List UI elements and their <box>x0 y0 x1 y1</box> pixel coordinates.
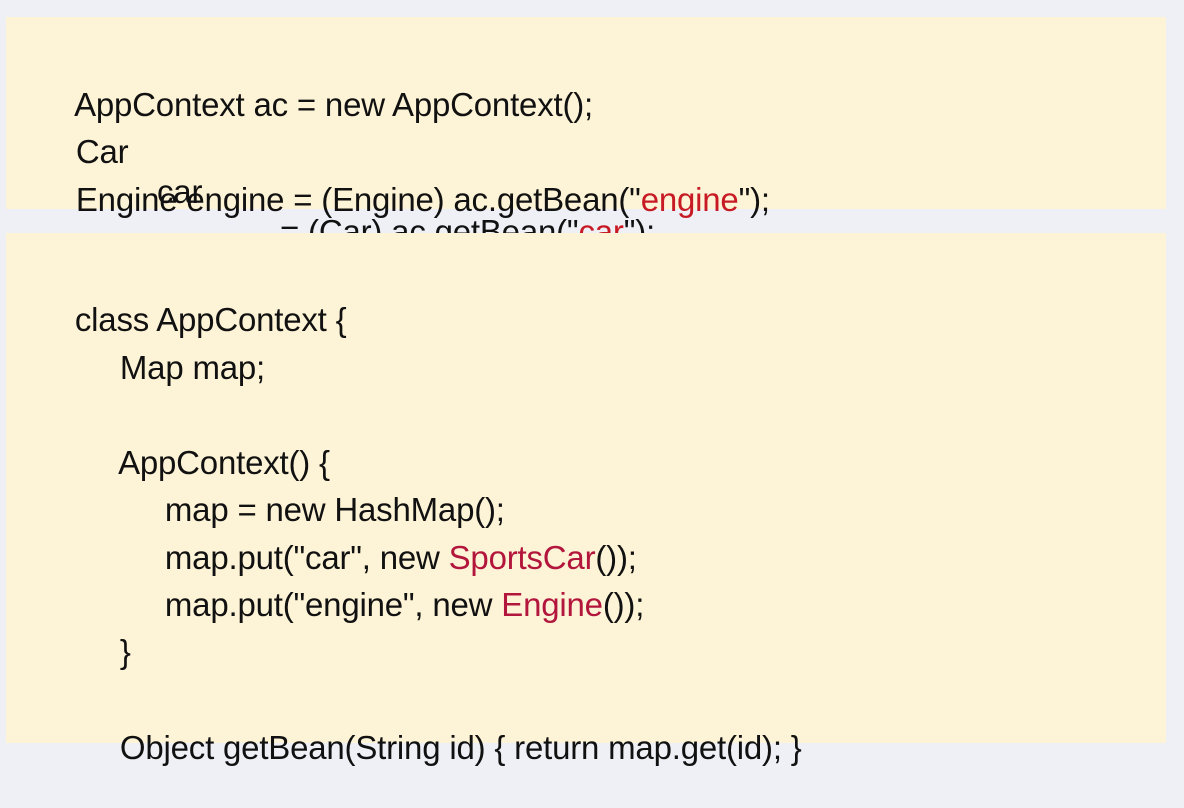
code-text: ()); <box>602 586 645 623</box>
code-text: Object getBean(String id) { return map.g… <box>119 729 802 766</box>
code-text: map = new HashMap(); <box>164 491 505 528</box>
code-line: class AppContext { <box>39 260 347 380</box>
code-text: } <box>119 633 131 670</box>
code-line: } <box>84 592 131 712</box>
variable-name: car <box>157 173 203 210</box>
usage-code-panel: AppContext ac = new AppContext(); Car ca… <box>6 17 1166 250</box>
code-line: AppContext() { <box>84 403 330 523</box>
code-text: "); <box>738 181 770 218</box>
type-name: Car <box>75 133 129 170</box>
class-name: SportsCar <box>448 539 596 576</box>
code-text: class AppContext { <box>74 301 347 338</box>
code-text: Engine engine = (Engine) ac.getBean(" <box>75 181 641 218</box>
string-literal: engine <box>640 181 739 218</box>
code-line: Map map; <box>84 308 265 428</box>
code-line: map = new HashMap(); <box>129 450 505 570</box>
code-line: AppContext ac = new AppContext(); <box>40 45 593 165</box>
code-text: Map map; <box>119 349 266 386</box>
code-text: AppContext() { <box>118 444 330 481</box>
code-line: Object getBean(String id) { return map.g… <box>84 688 802 808</box>
code-text: map.put("engine", new <box>164 586 502 623</box>
code-text: ()); <box>595 539 637 576</box>
code-line: map.put("engine", new Engine()); <box>129 545 645 665</box>
code-line: map.put("car", new SportsCar()); <box>129 498 637 618</box>
class-code-panel: class AppContext { Map map; AppContext()… <box>6 233 1166 766</box>
class-name: Engine <box>501 586 603 623</box>
code-text: map.put("car", new <box>164 539 449 576</box>
code-line: Engine engine = (Engine) ac.getBean("eng… <box>40 140 770 260</box>
code-text: AppContext ac = new AppContext(); <box>74 86 594 123</box>
